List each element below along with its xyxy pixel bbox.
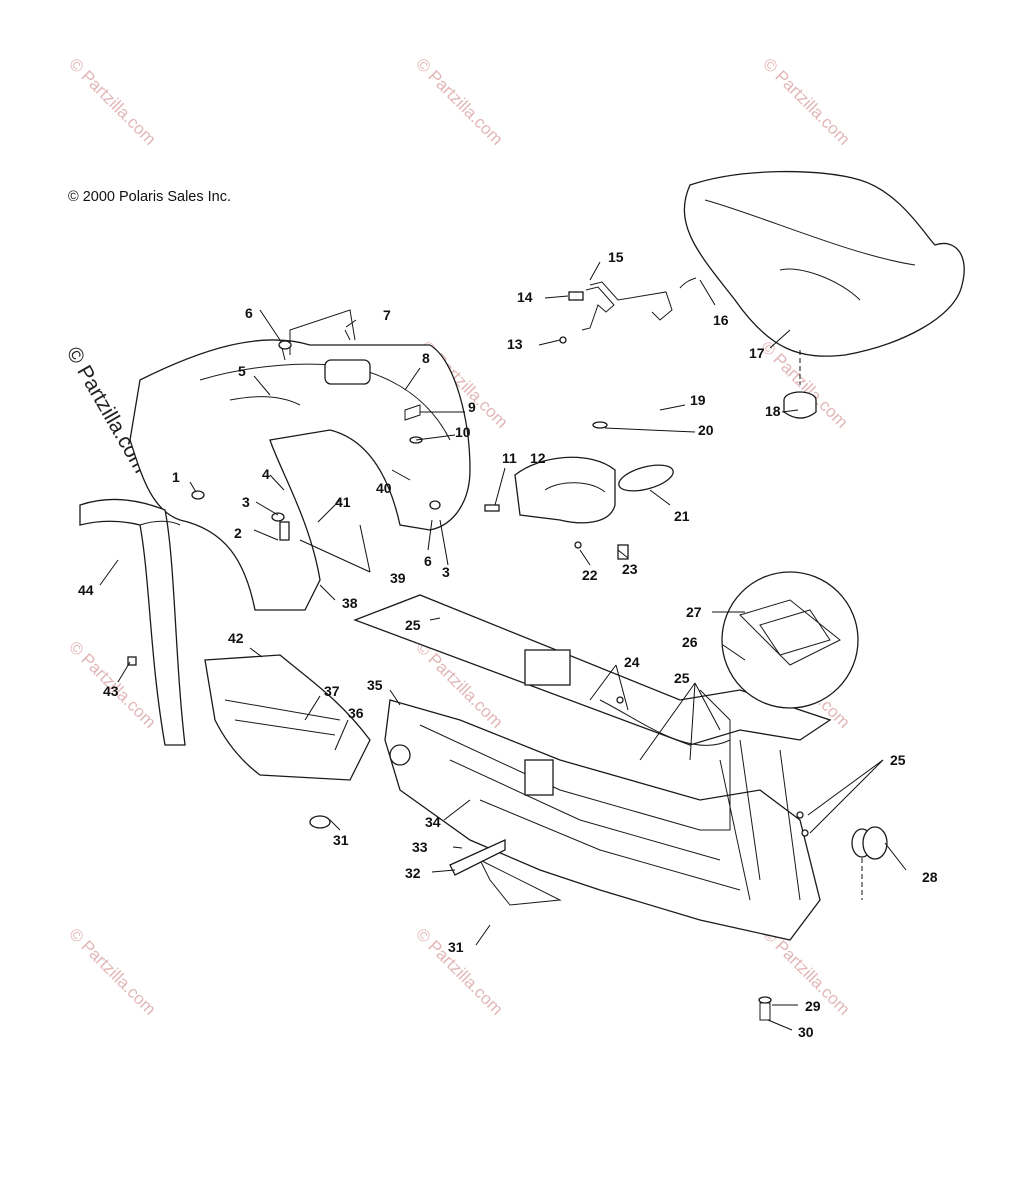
rear-fender-drawing: [129, 309, 471, 611]
callout-labels: 1 2 3 3 4 5 6 6 7 8 9 10 11 12 13 14 15 …: [78, 249, 938, 1040]
callout-27: 27: [686, 604, 702, 620]
callout-13: 13: [507, 336, 523, 352]
storage-box-drawing: [514, 456, 674, 524]
watermark: © Partzilla.com: [65, 924, 159, 1018]
callout-24: 24: [624, 654, 640, 670]
callout-17: 17: [749, 345, 765, 361]
callout-33: 33: [412, 839, 428, 855]
callout-14: 14: [517, 289, 533, 305]
callout-38: 38: [342, 595, 358, 611]
callout-22: 22: [582, 567, 598, 583]
callout-25: 25: [890, 752, 906, 768]
callout-7: 7: [383, 307, 391, 323]
callout-23: 23: [622, 561, 638, 577]
callout-40: 40: [376, 480, 392, 496]
callout-1: 1: [172, 469, 180, 485]
callout-18: 18: [765, 403, 781, 419]
detail-inset: [721, 571, 859, 709]
callout-26: 26: [682, 634, 698, 650]
watermark: © Partzilla.com: [412, 54, 506, 148]
callout-10: 10: [455, 424, 471, 440]
callout-21: 21: [674, 508, 690, 524]
callout-28: 28: [922, 869, 938, 885]
callout-16: 16: [713, 312, 729, 328]
callout-3: 3: [442, 564, 450, 580]
callout-39: 39: [390, 570, 406, 586]
callout-37: 37: [324, 683, 340, 699]
callout-2: 2: [234, 525, 242, 541]
callout-31: 31: [448, 939, 464, 955]
callout-15: 15: [608, 249, 624, 265]
frame-drawing: [353, 594, 832, 941]
callout-4: 4: [262, 466, 270, 482]
callout-12: 12: [530, 450, 546, 466]
callout-44: 44: [78, 582, 94, 598]
callout-29: 29: [805, 998, 821, 1014]
hardware-drawing: [127, 340, 888, 1021]
callout-25: 25: [674, 670, 690, 686]
callout-19: 19: [690, 392, 706, 408]
callout-30: 30: [798, 1024, 814, 1040]
callout-36: 36: [348, 705, 364, 721]
callout-5: 5: [238, 363, 246, 379]
seat-drawing: [683, 170, 965, 419]
callout-43: 43: [103, 683, 119, 699]
callout-41: 41: [335, 494, 351, 510]
callout-35: 35: [367, 677, 383, 693]
callout-11: 11: [502, 450, 517, 466]
callout-25: 25: [405, 617, 421, 633]
front-fender-drawing: [79, 498, 371, 781]
callout-3: 3: [242, 494, 250, 510]
callout-8: 8: [422, 350, 430, 366]
callout-32: 32: [405, 865, 421, 881]
callout-6: 6: [424, 553, 432, 569]
callout-9: 9: [468, 399, 476, 415]
watermark: © Partzilla.com: [759, 54, 853, 148]
callout-6: 6: [245, 305, 253, 321]
watermark: © Partzilla.com: [65, 54, 159, 148]
copyright-notice: © 2000 Polaris Sales Inc.: [68, 189, 232, 205]
callout-42: 42: [228, 630, 244, 646]
seat-latch-drawing: [559, 277, 697, 344]
leader-lines: [99, 261, 907, 1031]
callout-20: 20: [698, 422, 714, 438]
callout-31: 31: [333, 832, 349, 848]
callout-34: 34: [425, 814, 441, 830]
